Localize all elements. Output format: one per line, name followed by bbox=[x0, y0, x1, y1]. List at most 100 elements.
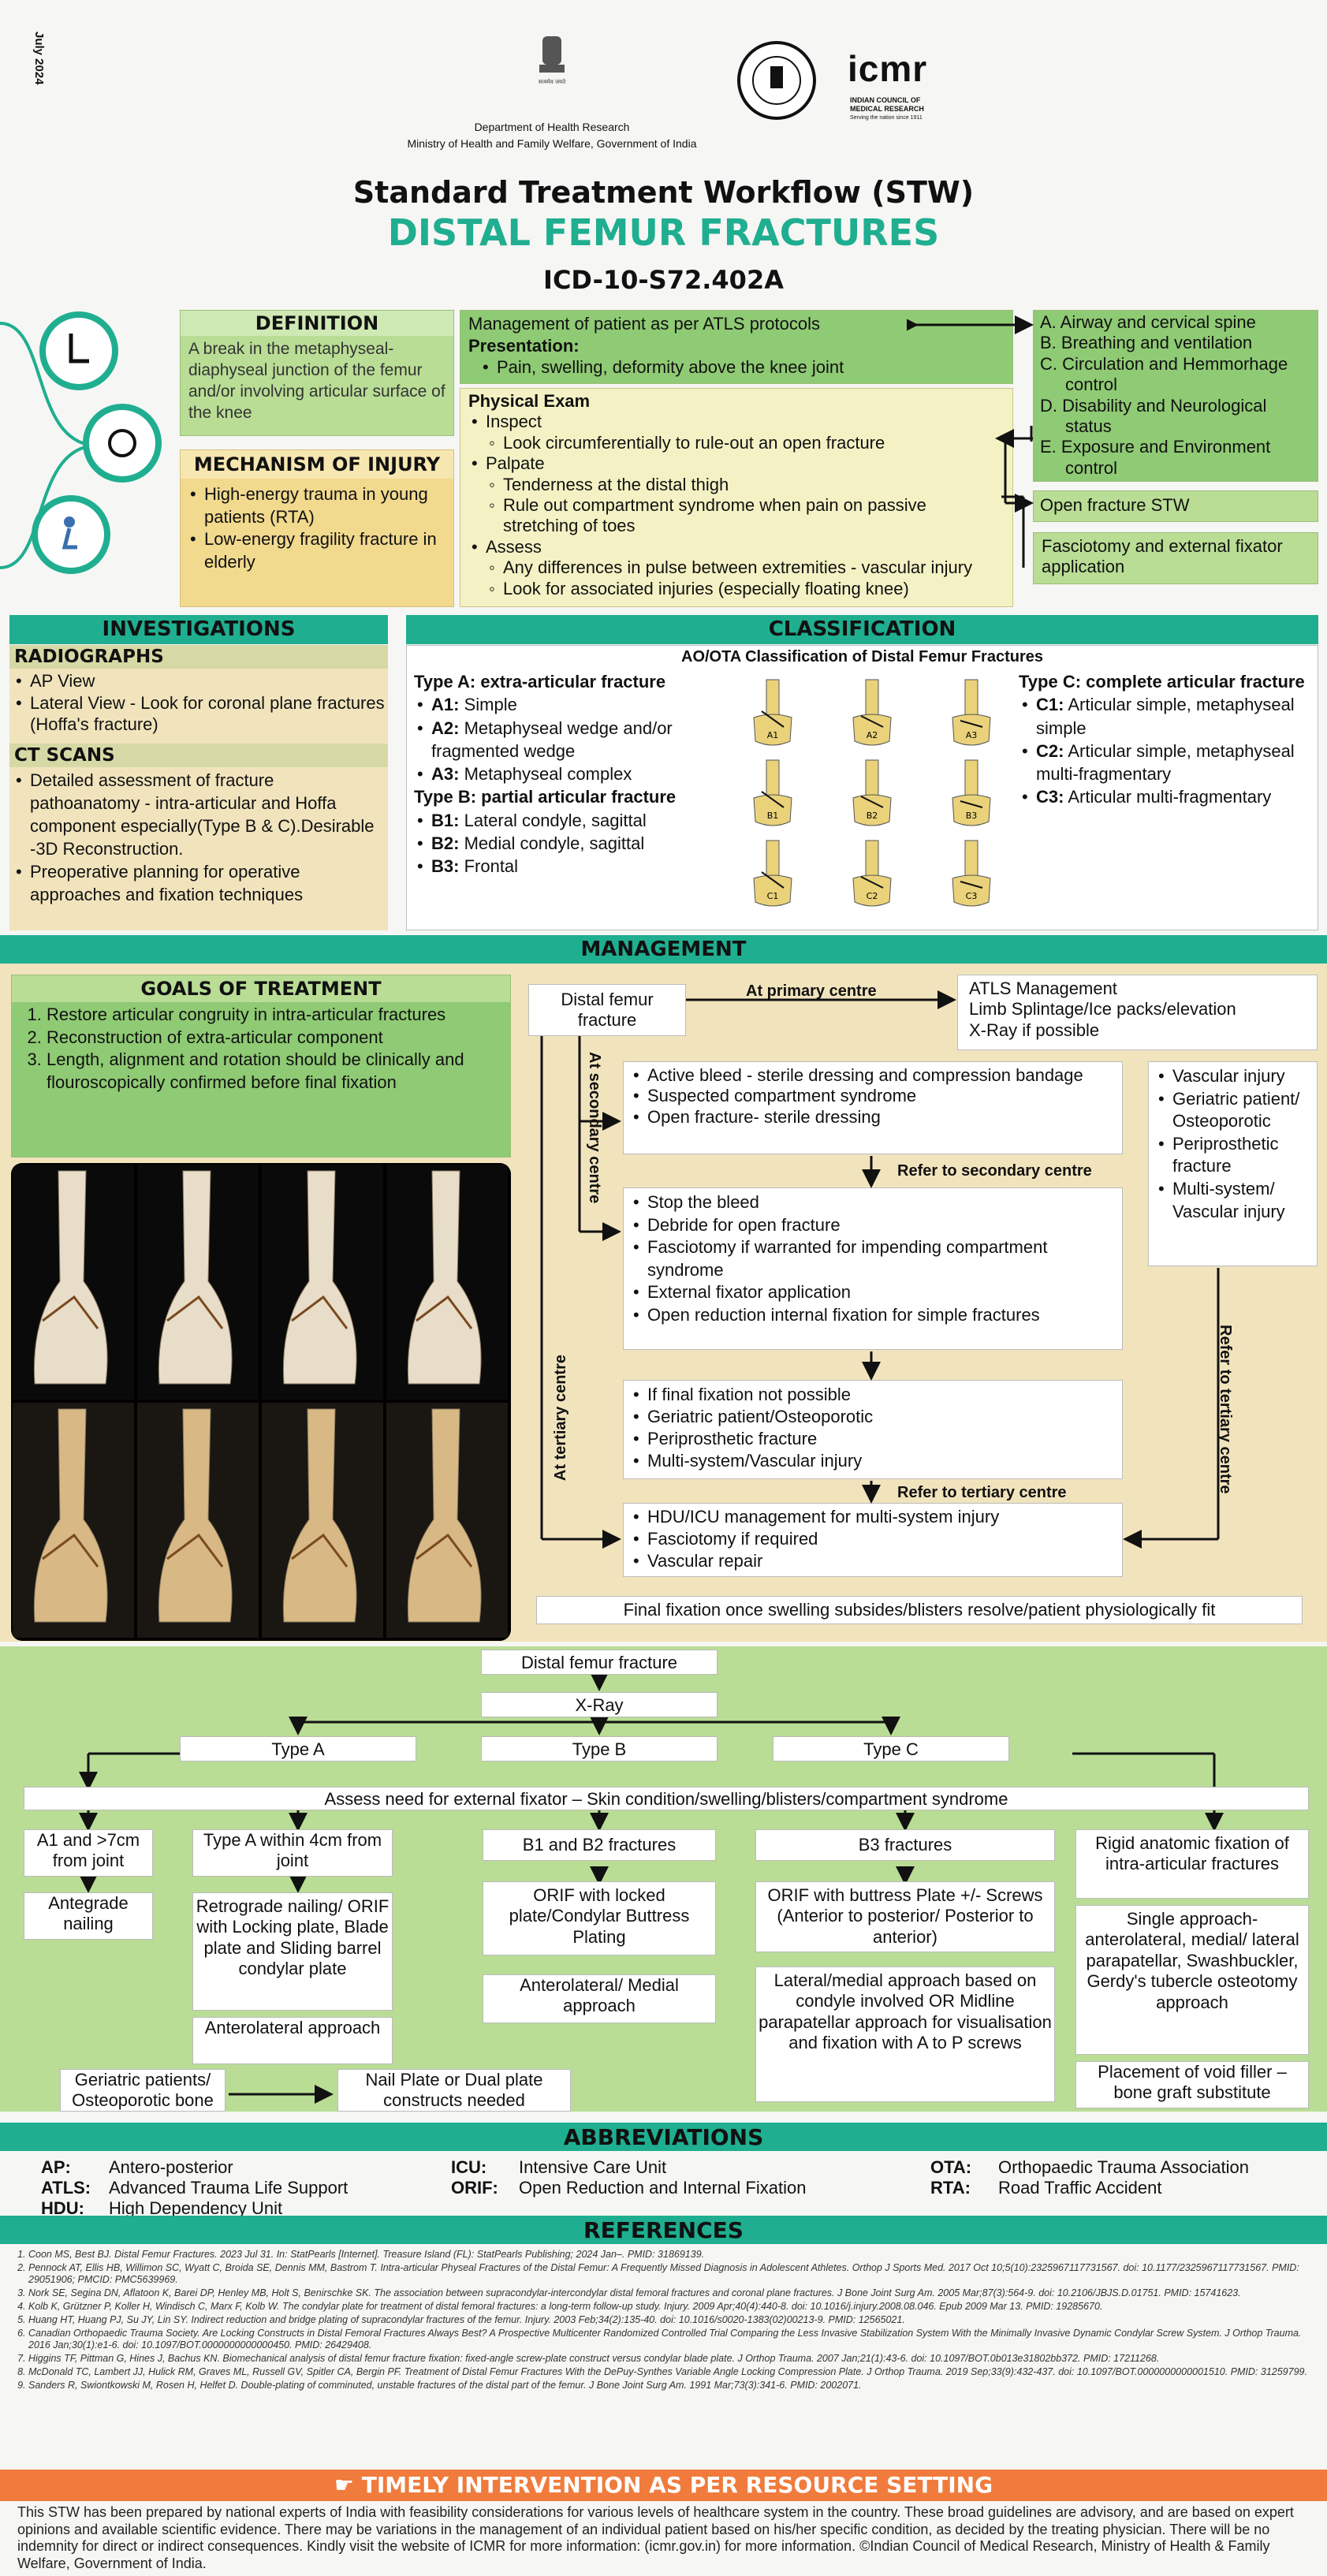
reference: Sanders R, Swiontkowski M, Rosen H, Helf… bbox=[28, 2380, 1314, 2391]
mechanism-title: MECHANISM OF INJURY bbox=[181, 450, 453, 479]
label-refer-tertiary-side: Refer to tertiary centre bbox=[1217, 1325, 1234, 1494]
references-title: REFERENCES bbox=[0, 2216, 1327, 2244]
bone-label: A2 bbox=[867, 730, 878, 740]
flow-a1: A1 and >7cm from joint bbox=[24, 1829, 153, 1877]
femur-3d bbox=[33, 1170, 108, 1385]
knee-icon bbox=[83, 404, 162, 483]
flow-rigid: Rigid anatomic fixation of intra-articul… bbox=[1075, 1829, 1309, 1899]
femur-3d bbox=[33, 1408, 108, 1623]
definition-title: DEFINITION bbox=[181, 311, 453, 336]
sec-item: Suspected compartment syndrome bbox=[630, 1086, 1116, 1107]
class-c-item: C2: Articular simple, metaphyseal multi-… bbox=[1019, 740, 1310, 786]
dhr-seal bbox=[737, 41, 816, 120]
exam-inspect-sub: Look circumferentially to rule-out an op… bbox=[486, 433, 1005, 454]
fracture-line bbox=[291, 1533, 349, 1568]
class-a-item: A2: Metaphyseal wedge and/or fragmented … bbox=[414, 717, 729, 763]
management-arrows bbox=[540, 990, 1220, 1549]
fracture-line bbox=[42, 1533, 99, 1568]
flow-lat-med: Lateral/medial approach based on condyle… bbox=[755, 1966, 1055, 2102]
final-fixation: Final fixation once swelling subsides/bl… bbox=[536, 1596, 1303, 1624]
stop-item: Stop the bleed bbox=[630, 1191, 1116, 1214]
class-ab-text: Type A: extra-articular fracture A1: Sim… bbox=[414, 670, 729, 878]
flow-typea: Type A bbox=[180, 1736, 416, 1761]
ct-item: Detailed assessment of fracture pathoana… bbox=[13, 769, 385, 860]
abcde-item: E. Exposure and Environment control bbox=[1040, 437, 1271, 478]
primary-item: X-Ray if possible bbox=[969, 1020, 1100, 1040]
bone-label: C3 bbox=[966, 891, 978, 901]
reference: Huang HT, Huang PJ, Su JY, Lin SY. Indir… bbox=[28, 2314, 1314, 2326]
abbrev-item: ORIF:Open Reduction and Internal Fixatio… bbox=[451, 2178, 807, 2198]
mechanism-item: Low-energy fragility fracture in elderly bbox=[187, 528, 447, 573]
fin-item: Geriatric patient/Osteoporotic bbox=[630, 1406, 1116, 1428]
bone-label: C2 bbox=[867, 891, 878, 901]
abbrev-item: ATLS:Advanced Trauma Life Support bbox=[41, 2178, 349, 2198]
fasciotomy-box: Fasciotomy and external fixator applicat… bbox=[1033, 532, 1318, 584]
secondary-box: Active bleed - sterile dressing and comp… bbox=[623, 1061, 1123, 1154]
ct-3d-images bbox=[11, 1163, 511, 1641]
abbrev-item: OTA:Orthopaedic Trauma Association bbox=[930, 2157, 1249, 2177]
page-title: Standard Treatment Workflow (STW) bbox=[352, 175, 975, 210]
flow-xray: X-Ray bbox=[481, 1692, 718, 1717]
bone-label: B2 bbox=[867, 811, 878, 821]
flow-geriatric: Geriatric patients/ Osteoporotic bone bbox=[60, 2069, 226, 2112]
fin-item: If final fixation not possible bbox=[630, 1384, 1116, 1406]
fin-item: Multi-system/Vascular injury bbox=[630, 1450, 1116, 1472]
radiographs-title: RADIOGRAPHS bbox=[9, 645, 388, 669]
sec-item: Active bleed - sterile dressing and comp… bbox=[630, 1065, 1116, 1087]
femur-3d bbox=[407, 1170, 482, 1385]
classification-title: CLASSIFICATION bbox=[406, 615, 1318, 644]
goal-item: Length, alignment and rotation should be… bbox=[47, 1049, 502, 1094]
abbrev-item: RTA:Road Traffic Accident bbox=[930, 2178, 1162, 2198]
date-vertical: July 2024 bbox=[32, 32, 46, 85]
exam-assess-sub: Any differences in pulse between extremi… bbox=[486, 557, 1005, 579]
refer-secondary: Refer to secondary centre bbox=[897, 1162, 1092, 1180]
class-c-item: C1: Articular simple, metaphyseal simple bbox=[1019, 693, 1310, 740]
vasc-item: Vascular injury bbox=[1155, 1065, 1310, 1088]
final-not-possible-box: If final fixation not possibleGeriatric … bbox=[623, 1380, 1123, 1479]
bone-illustration-b1: B1 bbox=[753, 759, 792, 826]
flow-antegrade: Antegrade nailing bbox=[24, 1892, 153, 1940]
hdu-box: HDU/ICU management for multi-system inju… bbox=[623, 1503, 1123, 1577]
icmr-logo: icmr bbox=[848, 48, 928, 89]
abcde-box: A. Airway and cervical spine B. Breathin… bbox=[1033, 310, 1318, 482]
class-c-text: Type C: complete articular fracture C1: … bbox=[1019, 670, 1310, 809]
vasc-item: Multi-system/ Vascular injury bbox=[1155, 1178, 1310, 1223]
references-list: Coon MS, Best BJ. Distal Femur Fractures… bbox=[28, 2249, 1314, 2393]
abbrev-list: AP:Antero-posterior ATLS:Advanced Trauma… bbox=[41, 2157, 1326, 2218]
goals-title: GOALS OF TREATMENT bbox=[12, 975, 510, 1002]
reference: McDonald TC, Lambert JJ, Hulick RM, Grav… bbox=[28, 2366, 1314, 2378]
abcde-item: B. Breathing and ventilation bbox=[1040, 333, 1253, 353]
rad-item: AP View bbox=[13, 670, 385, 692]
flow-assess: Assess need for external fixator – Skin … bbox=[24, 1787, 1309, 1810]
management-title: MANAGEMENT bbox=[0, 935, 1327, 964]
top-arrows bbox=[907, 315, 1034, 568]
classification-subtitle: AO/OTA Classification of Distal Femur Fr… bbox=[681, 648, 1043, 665]
definition-box: DEFINITION A break in the metaphyseal-di… bbox=[180, 310, 454, 436]
vasc-item: Geriatric patient/ Osteoporotic bbox=[1155, 1088, 1310, 1133]
abcde-item: D. Disability and Neurological status bbox=[1040, 395, 1267, 436]
timely-text: TIMELY INTERVENTION AS PER RESOURCE SETT… bbox=[361, 2472, 993, 2498]
presentation-item: Pain, swelling, deformity above the knee… bbox=[479, 356, 1005, 378]
bone-illustration-a1: A1 bbox=[753, 679, 792, 746]
reference: Coon MS, Best BJ. Distal Femur Fractures… bbox=[28, 2249, 1314, 2261]
ashoka-emblem: सत्यमेव जयते bbox=[536, 32, 568, 87]
page-subtitle: DISTAL FEMUR FRACTURES bbox=[387, 211, 940, 254]
fracture-line bbox=[42, 1295, 99, 1329]
flow-nail-plate: Nail Plate or Dual plate constructs need… bbox=[337, 2069, 571, 2112]
dept-name: Department of Health Research bbox=[474, 121, 630, 133]
flow-orif-butt: ORIF with buttress Plate +/- Screws (Ant… bbox=[755, 1881, 1055, 1952]
label-secondary: At secondary centre bbox=[586, 1052, 603, 1204]
hand-icon: ☛ bbox=[334, 2472, 362, 2498]
exam-palpate-sub: Rule out compartment syndrome when pain … bbox=[486, 495, 1005, 537]
rad-item: Lateral View - Look for coronal plane fr… bbox=[13, 692, 385, 736]
abbrev-title: ABBREVIATIONS bbox=[0, 2123, 1327, 2151]
primary-item: Limb Splintage/Ice packs/elevation bbox=[969, 999, 1236, 1020]
class-a-item: A1: Simple bbox=[414, 693, 729, 717]
fin-item: Periprosthetic fracture bbox=[630, 1428, 1116, 1450]
type-a: Type A: extra-articular fracture bbox=[414, 672, 666, 692]
open-fracture-stw[interactable]: Open fracture STW bbox=[1033, 490, 1318, 522]
type-b: Type B: partial articular fracture bbox=[414, 787, 677, 807]
ministry-name: Ministry of Health and Family Welfare, G… bbox=[407, 137, 697, 150]
bone-illustration-c1: C1 bbox=[753, 840, 792, 907]
